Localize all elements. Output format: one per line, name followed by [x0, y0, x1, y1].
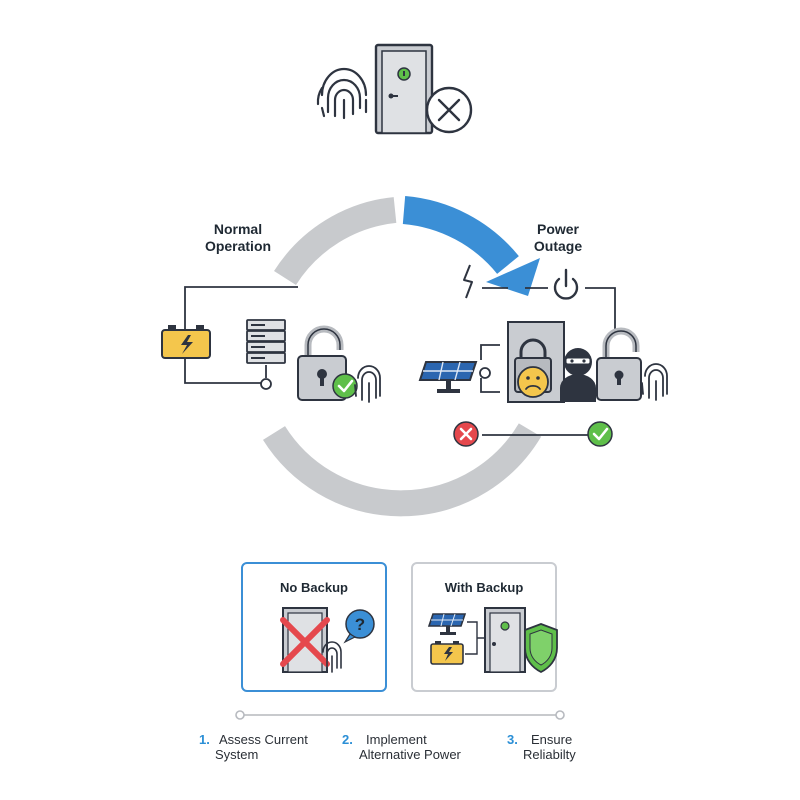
- stage-label-outage-line1: Power: [536, 221, 579, 237]
- solar-panel-icon-panel: [427, 613, 467, 635]
- ring-segment-bottom: [262, 423, 542, 517]
- step-2-line2: Alternative Power: [359, 747, 461, 762]
- cycle-ring: [262, 196, 542, 517]
- lightning-icon: [463, 264, 473, 299]
- stage-label-normal-line1: Normal: [213, 221, 263, 237]
- step-1-number: 1.: [199, 732, 210, 747]
- step-3-line2: Reliabilty: [523, 747, 576, 762]
- svg-text:?: ?: [355, 615, 365, 634]
- check-icon-outage: [587, 421, 613, 447]
- fingerprint-icon-panel: [322, 641, 342, 673]
- battery-icon: [161, 325, 211, 359]
- x-icon: [453, 421, 479, 447]
- sad-face-icon: [517, 366, 549, 398]
- solar-connector-node: [479, 367, 491, 379]
- solar-panel-icon: [418, 361, 478, 393]
- intruder-icon: [560, 348, 596, 402]
- with-backup-illustration: [427, 607, 558, 674]
- with-backup-panel: With Backup: [411, 562, 558, 692]
- no-backup-illustration: ?: [280, 607, 375, 673]
- step-3-number: 3.: [507, 732, 518, 747]
- outage-arrow-head: [486, 258, 540, 296]
- stage-label-outage-line2: Outage: [533, 238, 583, 254]
- check-icon: [332, 373, 358, 399]
- locked-door-icon: [374, 43, 434, 135]
- server-icon: [246, 319, 286, 364]
- outage-connector-line: [482, 287, 616, 330]
- step-1: 1. Assess Current System: [199, 732, 329, 762]
- step-1-line2: System: [215, 747, 259, 762]
- power-icon: [553, 268, 579, 300]
- battery-icon-panel: [430, 641, 464, 665]
- fingerprint-icon-outage: [641, 363, 668, 401]
- fingerprint-icon-normal: [354, 365, 381, 403]
- step-3: 3. Ensure Reliabilty: [507, 732, 597, 762]
- x-circle-icon: [425, 86, 473, 134]
- stage-label-normal: Normal Operation: [190, 221, 286, 255]
- open-padlock-icon-outage: [596, 327, 642, 401]
- door-icon-panel: [484, 607, 526, 673]
- shield-icon: [524, 623, 558, 674]
- no-backup-title: No Backup: [280, 580, 348, 595]
- step-2-number: 2.: [342, 732, 353, 747]
- question-bubble-icon: ?: [343, 609, 375, 644]
- step-3-line1: Ensure: [531, 732, 573, 747]
- with-backup-title: With Backup: [444, 580, 524, 595]
- ring-segment-top-left: [274, 197, 397, 286]
- red-cross-icon: [280, 617, 330, 667]
- solar-connector-line: [480, 344, 500, 393]
- normal-connector-lines: [184, 286, 298, 384]
- step-2-line1: Implement: [366, 732, 427, 747]
- panel-connector-line: [465, 621, 485, 655]
- fingerprint-icon: [316, 67, 368, 120]
- stage-label-normal-line2: Operation: [204, 238, 272, 254]
- step-2: 2. Implement Alternative Power: [342, 732, 482, 762]
- ring-segment-outage-arrow: [402, 196, 519, 275]
- connector-node: [260, 378, 272, 390]
- steps-timeline: [235, 710, 565, 720]
- stage-label-outage: Power Outage: [520, 221, 596, 255]
- step-1-line1: Assess Current: [219, 732, 308, 747]
- no-backup-panel: No Backup ?: [241, 562, 387, 692]
